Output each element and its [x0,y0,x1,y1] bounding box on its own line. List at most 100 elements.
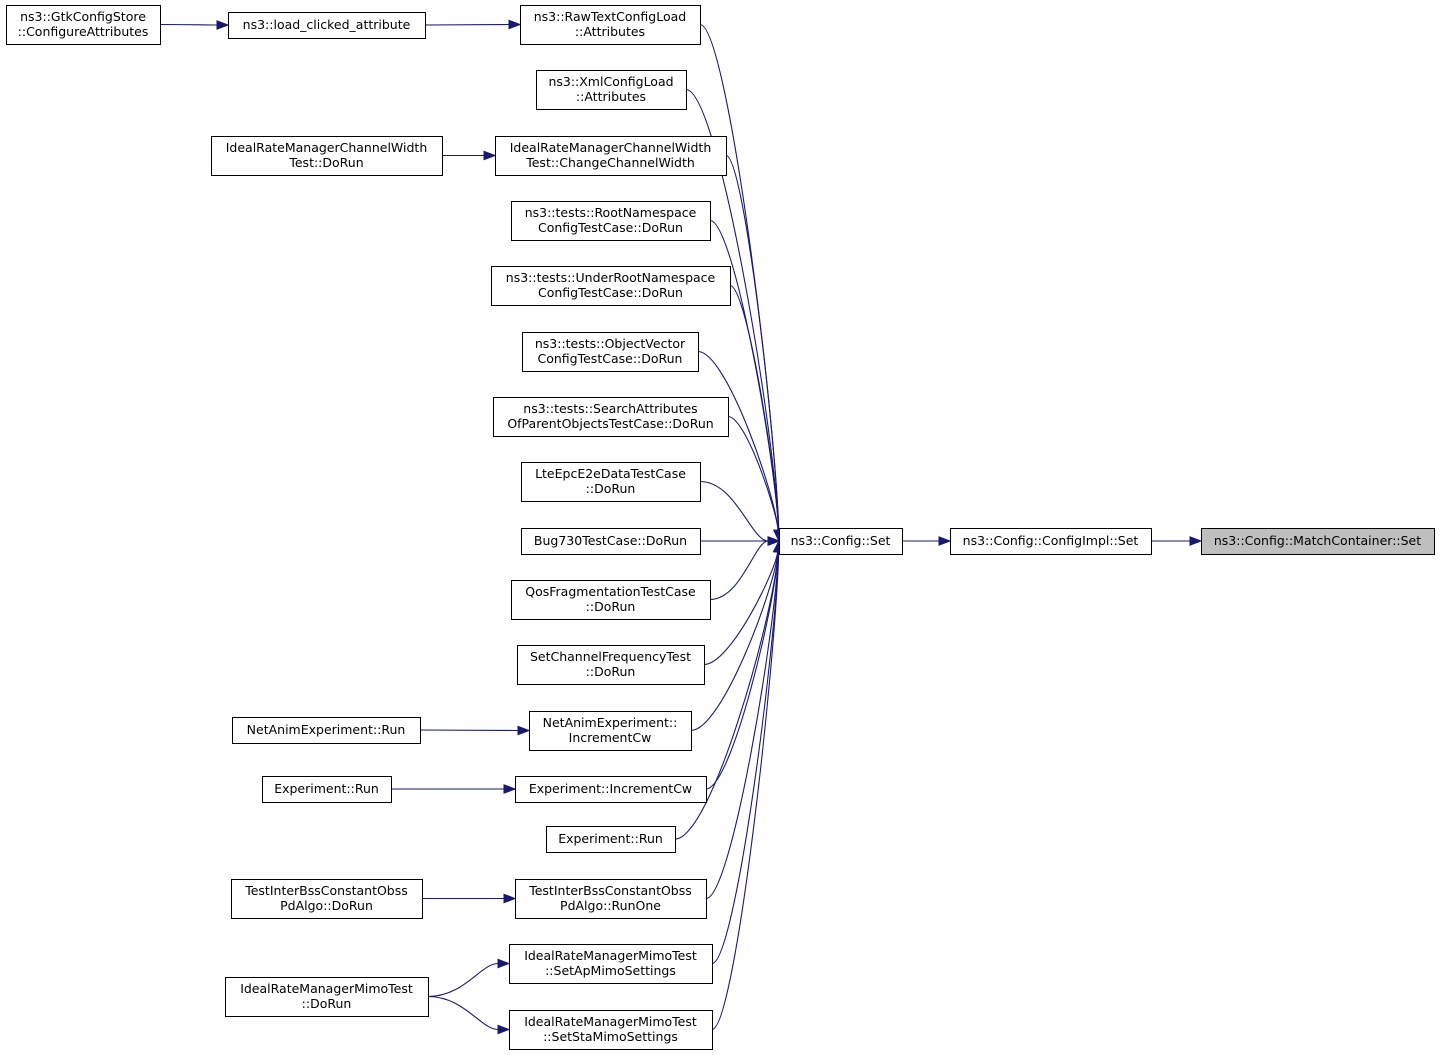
node-exp-inc[interactable]: Experiment::IncrementCw [515,776,707,803]
edge-line [427,995,499,1031]
edge-line [725,154,780,531]
node-qos-frag[interactable]: QosFragmentationTestCase::DoRun [511,580,711,620]
node-label-line: SetChannelFrequencyTest [530,649,691,664]
node-box [529,711,692,751]
arrowhead-icon [767,536,781,546]
node-load-clicked[interactable]: ns3::load_clicked_attribute [228,12,426,39]
node-box [950,528,1152,555]
node-netanim-inc[interactable]: NetAnimExperiment::IncrementCw [529,711,692,751]
arrowhead-icon [483,150,497,161]
node-label-line: ns3::load_clicked_attribute [243,17,411,32]
call-graph-nodes: ns3::GtkConfigStore::ConfigureAttributes… [6,5,1435,1050]
node-box [511,580,711,620]
node-box [493,397,729,437]
node-label-line: ::DoRun [586,599,636,614]
node-label-line: ns3::RawTextConfigLoad [534,9,686,24]
node-irm-mimo-sta[interactable]: IdealRateManagerMimoTest::SetStaMimoSett… [509,1010,713,1050]
node-rawtext-attrs[interactable]: ns3::RawTextConfigLoad::Attributes [520,5,701,45]
arrowhead-icon [497,958,511,969]
arrowhead-icon [216,20,230,30]
node-matchcontainer-set[interactable]: ns3::Config::MatchContainer::Set [1201,528,1435,555]
node-box [228,12,426,39]
node-label-line: IdealRateManagerMimoTest [524,948,697,963]
node-box [491,266,731,306]
arrowhead-icon [503,893,517,904]
node-object-vector[interactable]: ns3::tests::ObjectVectorConfigTestCase::… [522,332,699,372]
edge-line [690,551,779,732]
node-box [515,879,707,919]
edge-exp_run_a-to-exp_inc [390,784,517,794]
node-gtk-configure[interactable]: ns3::GtkConfigStore::ConfigureAttributes [6,5,161,45]
edge-configimpl_set-to-matchcontainer_set [1150,536,1203,546]
node-label-line: Test::DoRun [288,155,363,170]
node-irm-mimo-dorun[interactable]: IdealRateManagerMimoTest::DoRun [225,977,429,1017]
edge-line [427,962,499,998]
node-netanim-run[interactable]: NetAnimExperiment::Run [232,717,421,744]
node-box [515,776,707,803]
node-box [511,201,711,241]
node-config-set[interactable]: ns3::Config::Set [779,528,903,555]
node-set-channel-freq[interactable]: SetChannelFrequencyTest::DoRun [517,645,705,685]
node-label-line: IdealRateManagerChannelWidth [226,140,428,155]
node-label-line: NetAnimExperiment:: [543,715,678,730]
node-label-line: PdAlgo::RunOne [560,898,661,913]
node-box [225,977,429,1017]
node-bug730[interactable]: Bug730TestCase::DoRun [521,528,701,555]
node-label-line: ::SetStaMimoSettings [543,1029,678,1044]
node-label-line: Experiment::IncrementCw [529,781,692,796]
edge-line [729,284,780,531]
node-lte-epc[interactable]: LteEpcE2eDataTestCase::DoRun [521,462,701,502]
node-exp-run-a[interactable]: Experiment::Run [262,776,392,803]
node-box [517,645,705,685]
node-configimpl-set[interactable]: ns3::Config::ConfigImpl::Set [950,528,1152,555]
node-label-line: ::DoRun [302,996,352,1011]
node-box [522,332,699,372]
node-box [521,528,701,555]
node-box [1201,528,1435,555]
edge-line [705,551,779,790]
node-search-attrs[interactable]: ns3::tests::SearchAttributesOfParentObje… [493,397,729,437]
edge-under_root_ns-to-config_set [729,284,784,543]
edge-line [711,551,780,965]
edge-line [674,551,779,840]
node-label-line: ns3::Config::MatchContainer::Set [1214,533,1421,548]
node-label-line: ::SetApMimoSettings [545,963,676,978]
edge-lte_epc-to-config_set [699,480,781,546]
arrowhead-icon [497,1024,511,1035]
node-box [546,826,676,853]
node-root-ns[interactable]: ns3::tests::RootNamespaceConfigTestCase:… [511,201,711,241]
node-label-line: ::DoRun [586,664,636,679]
node-exp-run-b[interactable]: Experiment::Run [546,826,676,853]
edge-load_clicked-to-rawtext_attrs [424,19,522,30]
edge-line [705,551,780,900]
node-label-line: ns3::tests::ObjectVector [535,336,686,351]
edge-qos_frag-to-config_set [709,536,781,601]
node-label-line: Experiment::Run [274,781,379,796]
edge-line [419,729,519,732]
edge-line [709,540,769,601]
node-xml-attrs[interactable]: ns3::XmlConfigLoad::Attributes [536,70,687,110]
node-box [6,5,161,45]
node-irm-mimo-ap[interactable]: IdealRateManagerMimoTest::SetApMimoSetti… [509,944,713,984]
node-label-line: QosFragmentationTestCase [525,584,696,599]
arrowhead-icon [517,725,531,736]
node-box [521,462,701,502]
node-box [262,776,392,803]
edge-line [703,551,779,666]
edge-netanim_run-to-netanim_inc [419,725,531,736]
edge-irm_mimo_dorun-to-irm_mimo_ap [427,958,511,998]
edge-line [159,23,218,26]
node-label-line: ns3::GtkConfigStore [20,9,146,24]
arrowhead-icon [508,19,522,30]
node-under-root-ns[interactable]: ns3::tests::UnderRootNamespaceConfigTest… [491,266,731,306]
node-irm-cw-change[interactable]: IdealRateManagerChannelWidthTest::Change… [495,136,727,176]
node-label-line: ::Attributes [575,24,645,39]
node-box [536,70,687,110]
node-label-line: Test::ChangeChannelWidth [525,155,695,170]
edge-tibss_dorun-to-tibss_runone [421,893,517,904]
node-label-line: IncrementCw [569,730,652,745]
node-box [509,944,713,984]
